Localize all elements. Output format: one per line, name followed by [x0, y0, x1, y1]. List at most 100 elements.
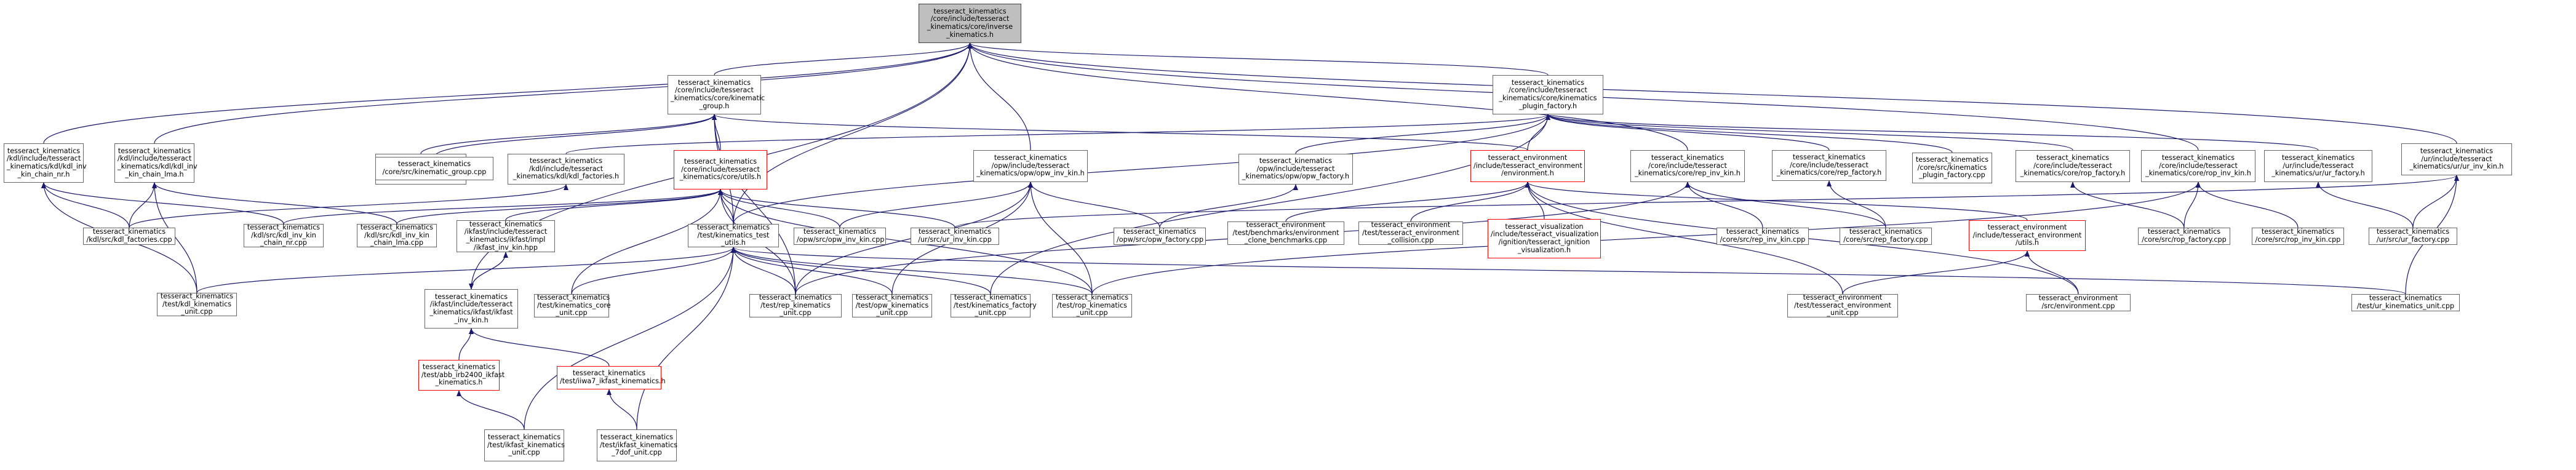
node-opw-inv-kin-cpp[interactable]: tesseract_kinematics/opw/src/opw_inv_kin… — [794, 228, 886, 245]
edge-opw-factory-cpp-to-opw-inv-kin-h — [1028, 181, 1160, 228]
node-label-line: /test/rep_kinematics — [760, 301, 831, 309]
node-ur-inv-kin-h[interactable]: tesseract_kinematics/ur/include/tesserac… — [2401, 143, 2512, 175]
node-label-line: tesseract_kinematics — [247, 223, 321, 232]
node-label-line: tesseract_environment — [1803, 293, 1883, 302]
node-label-line: tesseract_kinematics — [2369, 294, 2442, 303]
node-opw-inv-kin-h[interactable]: tesseract_kinematics/opw/include/tessera… — [973, 150, 1088, 182]
node-label-line: tesseract_kinematics — [696, 223, 770, 232]
node-ur-factory-cpp[interactable]: tesseract_kinematics/ur/src/ur_factory.c… — [2369, 228, 2457, 245]
node-label-line: tesseract_visualization — [1505, 222, 1584, 231]
node-opw-kinematics-unit-cpp[interactable]: tesseract_kinematics/test/opw_kinematics… — [852, 294, 932, 317]
node-opw-factory-h[interactable]: tesseract_kinematics/opw/include/tessera… — [1238, 154, 1353, 185]
node-kdl-inv-kin-chain-lma-cpp[interactable]: tesseract_kinematics/kdl/src/kdl_inv_kin… — [357, 224, 437, 247]
node-rop-factory-cpp[interactable]: tesseract_kinematics/core/src/rop_factor… — [2138, 228, 2230, 245]
node-kdl-factories-h[interactable]: tesseract_kinematics/kdl/include/tessera… — [508, 154, 624, 185]
node-label-line: /core/src/kinematic_group.cpp — [382, 168, 487, 176]
node-environment-cpp[interactable]: tesseract_environment/src/environment.cp… — [2026, 294, 2131, 311]
node-kdl-factories-cpp[interactable]: tesseract_kinematics/kdl/src/kdl_factori… — [83, 228, 175, 245]
node-label-line: /core/src/kinematics — [1917, 163, 1987, 172]
node-kdl-inv-chain-lma-h[interactable]: tesseract_kinematics/kdl/include/tessera… — [114, 143, 197, 183]
node-kinematics-factory-unit-cpp[interactable]: tesseract_kinematics/test/kinematics_fac… — [951, 294, 1037, 317]
node-label-line: /core/include/tesseract — [1790, 161, 1868, 169]
node-kdl-inv-kin-chain-nr-cpp[interactable]: tesseract_kinematics/kdl/src/kdl_inv_kin… — [244, 224, 324, 247]
node-ikfast-kin-h[interactable]: tesseract_kinematics/ikfast/include/tess… — [425, 289, 518, 329]
node-env-collision-cpp[interactable]: tesseract_environment/test/tesseract_env… — [1358, 221, 1463, 245]
node-kinematics-plugin-factory-h[interactable]: tesseract_kinematics/core/include/tesser… — [1493, 75, 1603, 114]
edge-kdl-factories-cpp-to-kdl-inv-chain-nr-h — [41, 182, 130, 228]
node-env-unit-cpp[interactable]: tesseract_environment/test/tesseract_env… — [1787, 294, 1898, 317]
edge-kinematic-group-h-to-inverse-kinematics — [714, 42, 973, 76]
node-label-line: tesseract_kinematics — [2161, 154, 2235, 162]
node-rep-inv-kin-cpp[interactable]: tesseract_kinematics/core/src/rep_inv_ki… — [1717, 228, 1809, 245]
node-label-line: /core/include/tesseract — [1648, 161, 1727, 170]
node-label-line: _kinematics/kdl/kdl_inv — [7, 162, 87, 170]
node-environment-h[interactable]: tesseract_environment/include/tesseract_… — [1470, 150, 1585, 182]
node-kinematics-test-utils-h[interactable]: tesseract_kinematics/test/kinematics_tes… — [688, 224, 779, 247]
node-label-line: _unit.cpp — [1827, 309, 1859, 317]
edge-kdl-inv-chain-lma-h-to-inverse-kinematics — [154, 42, 973, 144]
node-kdl-kinematics-unit-cpp[interactable]: tesseract_kinematics/test/kdl_kinematics… — [157, 293, 237, 316]
node-kinematic-group-cpp[interactable]: tesseract_kinematics/core/src/kinematic_… — [375, 157, 493, 180]
node-rop-inv-kin-h[interactable]: tesseract_kinematics/core/include/tesser… — [2141, 150, 2255, 182]
node-kinematics-core-unit-cpp[interactable]: tesseract_kinematics/test/kinematics_cor… — [534, 294, 611, 317]
node-label-line: /test/ikfast_kinematics — [487, 440, 565, 449]
node-rep-kinematics-unit-cpp[interactable]: tesseract_kinematics/test/rep_kinematics… — [749, 294, 842, 317]
node-label-line: /opw/include/tesseract — [1256, 164, 1335, 173]
edge-rop-inv-kin-cpp-to-rop-inv-kin-h — [2196, 181, 2299, 228]
node-label-line: /opw/src/opw_inv_kin.cpp — [797, 236, 885, 244]
edge-opw-inv-kin-cpp-to-opw-inv-kin-h — [839, 181, 1033, 228]
edge-kdl-inv-kin-chain-nr-cpp-to-core-utils-h — [283, 189, 723, 225]
node-label-line: tesseract_kinematics — [118, 146, 191, 155]
node-rep-inv-kin-h[interactable]: tesseract_kinematics/core/include/tesser… — [1630, 150, 1745, 182]
node-label-line: /ur/src/ur_factory.cpp — [2376, 236, 2450, 244]
node-env-utils-h[interactable]: tesseract_environment/include/tesseract_… — [1969, 220, 2086, 251]
node-kdl-inv-chain-nr-h[interactable]: tesseract_kinematics/kdl/include/tessera… — [4, 143, 87, 183]
node-rep-factory-h[interactable]: tesseract_kinematics/core/include/tesser… — [1772, 150, 1886, 181]
node-label-line: /test/tesseract_environment — [1794, 301, 1891, 309]
edge-kdl-factories-h-to-kinematics-plugin-factory-h — [565, 114, 1550, 154]
node-ur-factory-h[interactable]: tesseract_kinematics/ur/include/tesserac… — [2264, 150, 2372, 182]
node-rop-inv-kin-cpp[interactable]: tesseract_kinematics/core/src/rop_inv_ki… — [2252, 228, 2344, 245]
node-label-line: tesseract_kinematics — [487, 433, 561, 442]
node-ikfast-inv-kin-hpp[interactable]: tesseract_kinematics/ikfast/include/tess… — [457, 220, 555, 252]
edge-kinematics-factory-unit-cpp-to-kinematics-test-utils-h — [731, 247, 991, 295]
node-rep-factory-cpp[interactable]: tesseract_kinematics/core/src/rep_factor… — [1840, 228, 1932, 245]
node-kinematic-group-h[interactable]: tesseract_kinematics/core/include/tesser… — [668, 75, 765, 114]
node-label-line: _kinematics/kdl/kdl_inv — [118, 162, 197, 170]
node-ur-inv-kin-cpp[interactable]: tesseract_kinematics/ur/src/ur_inv_kin.c… — [911, 228, 999, 245]
node-ignition-visualization-h[interactable]: tesseract_visualization/include/tesserac… — [1488, 219, 1601, 258]
edge-ur-factory-cpp-to-ur-factory-h — [2316, 181, 2414, 228]
node-label-line: tesseract_kinematics — [677, 78, 751, 87]
node-abb-irb2400-ikfast-h[interactable]: tesseract_kinematics/test/abb_irb2400_ik… — [418, 360, 504, 391]
edge-rop-factory-h-to-kinematics-plugin-factory-h — [1545, 114, 2073, 151]
node-label-line: tesseract_kinematics — [422, 363, 496, 372]
node-label-line: tesseract_kinematics — [7, 146, 81, 155]
node-clone-benchmarks-cpp[interactable]: tesseract_environment/test/benchmarks/en… — [1227, 221, 1344, 245]
node-core-utils-h[interactable]: tesseract_kinematics/core/include/tesser… — [674, 150, 767, 189]
node-label-line: /test/opw_kinematics — [855, 301, 929, 309]
node-ikfast-7dof-unit-cpp[interactable]: tesseract_kinematics/test/ikfast_kinemat… — [597, 429, 677, 461]
node-label-line: tesseract_kinematics — [572, 369, 646, 378]
node-ur-kinematics-unit-cpp[interactable]: tesseract_kinematics/test/ur_kinematics_… — [2351, 294, 2460, 311]
node-label-line: _plugin_factory.cpp — [1919, 171, 1985, 180]
node-label-line: /core/include/tesseract — [1509, 86, 1587, 95]
edge-rop-kinematics-unit-cpp-to-rop-inv-kin-h — [1091, 181, 2201, 295]
edge-opw-factory-h-to-kinematics-plugin-factory-h — [1295, 114, 1550, 154]
edge-iiwa7-ikfast-h-to-ikfast-kin-h — [469, 328, 610, 367]
node-label-line: _collision.cpp — [1387, 236, 1434, 245]
node-label-line: _kinematics/core/kinematic — [671, 94, 765, 102]
node-iiwa7-ikfast-h[interactable]: tesseract_kinematics/test/iiwa7_ikfast_k… — [557, 366, 666, 389]
node-rop-kinematics-unit-cpp[interactable]: tesseract_kinematics/test/rop_kinematics… — [1052, 294, 1132, 317]
node-label-line: /kdl/src/kdl_inv_kin — [251, 231, 316, 239]
edge-env-collision-cpp-to-environment-h — [1410, 181, 1530, 222]
node-label-line: /kdl/src/kdl_factories.cpp — [86, 236, 172, 244]
node-label-line: tesseract_environment — [1488, 154, 1568, 162]
node-opw-factory-cpp[interactable]: tesseract_kinematics/opw/src/opw_factory… — [1114, 228, 1206, 245]
node-label-line: _inv_kin.h — [454, 316, 488, 324]
node-ikfast-kinematics-unit-cpp[interactable]: tesseract_kinematics/test/ikfast_kinemat… — [484, 429, 565, 461]
edge-kinematic-group-cpp-to-kinematic-group-h — [434, 114, 717, 157]
node-rop-factory-h[interactable]: tesseract_kinematics/core/include/tesser… — [2016, 150, 2130, 182]
node-plugin-factory-cpp[interactable]: tesseract_kinematics/core/src/kinematics… — [1912, 153, 1992, 183]
node-label-line: tesseract_kinematics — [1792, 153, 1866, 162]
